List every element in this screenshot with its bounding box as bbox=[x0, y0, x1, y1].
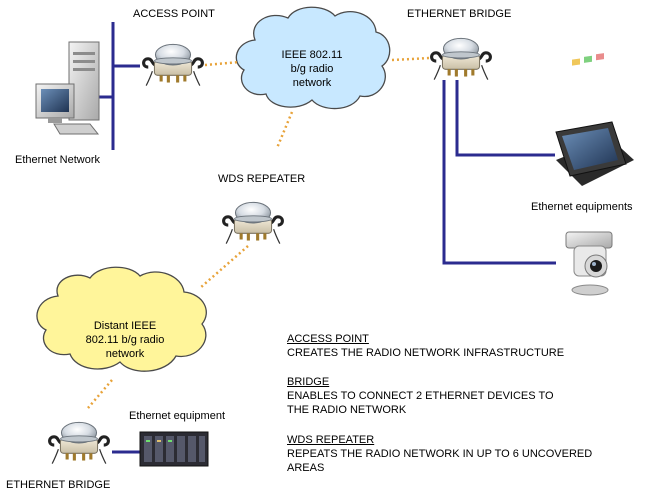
distant-cloud-to-bridge-link bbox=[87, 379, 113, 409]
cloud-text-line: Distant IEEE bbox=[93, 320, 157, 332]
cloud-text-line: network bbox=[105, 347, 145, 360]
access-point-label: ACCESS POINT bbox=[133, 8, 215, 20]
wds-repeater-label: WDS REPEATER bbox=[218, 173, 306, 185]
access-point-radio-icon bbox=[142, 42, 204, 88]
cloud-text-line: 802.11 b/g radio bbox=[85, 333, 165, 346]
desktop-computer-icon bbox=[35, 41, 100, 135]
legend-wds-repeater: WDS REPEATER REPEATS THE RADIO NETWORK I… bbox=[287, 434, 592, 475]
legend-line: ENABLES TO CONNECT 2 ETHERNET DEVICES TO bbox=[287, 389, 554, 402]
distant-radio-network-cloud-label: Distant IEEE 802.11 b/g radio network bbox=[70, 320, 180, 361]
touch-terminal-icon bbox=[555, 53, 634, 186]
legend-bridge: BRIDGE ENABLES TO CONNECT 2 ETHERNET DEV… bbox=[287, 376, 554, 417]
legend-title: ACCESS POINT bbox=[287, 333, 369, 345]
distant-radio-network-cloud bbox=[36, 266, 207, 372]
wds-repeater-radio-icon bbox=[222, 200, 284, 246]
legend-line: AREAS bbox=[287, 461, 325, 474]
ethernet-bridge-radio-icon bbox=[430, 36, 492, 82]
wired-links bbox=[98, 22, 556, 454]
cloud-to-repeater-link bbox=[275, 111, 294, 149]
bridge-to-terminal-line bbox=[455, 80, 555, 157]
repeater-to-distant-cloud-link bbox=[199, 245, 249, 289]
legend-title: WDS REPEATER bbox=[287, 434, 375, 446]
legend-title: BRIDGE bbox=[287, 376, 330, 388]
ethernet-network-label: Ethernet Network bbox=[15, 154, 100, 166]
cloud-text-line: b/g radio bbox=[290, 62, 334, 75]
legend-access-point: ACCESS POINT CREATES THE RADIO NETWORK I… bbox=[287, 333, 564, 361]
legend-line: THE RADIO NETWORK bbox=[287, 403, 407, 416]
distant-ethernet-bridge-radio-icon bbox=[48, 420, 110, 466]
ap-to-cloud-link bbox=[204, 60, 241, 67]
ethernet-equipment-label: Ethernet equipment bbox=[129, 410, 226, 422]
ethernet-bridge-top-label: ETHERNET BRIDGE bbox=[407, 8, 512, 20]
legend-line: REPEATS THE RADIO NETWORK IN UP TO 6 UNC… bbox=[287, 447, 593, 460]
legend-line: CREATES THE RADIO NETWORK INFRASTRUCTURE bbox=[287, 346, 565, 359]
ip-camera-icon bbox=[565, 231, 613, 296]
radio-network-cloud-label: IEEE 802.11 b/g radio network bbox=[262, 49, 362, 90]
bridge-to-camera-line bbox=[442, 80, 556, 265]
cloud-to-bridge-link bbox=[391, 56, 431, 62]
wireless-links bbox=[87, 56, 431, 409]
radio-network-cloud bbox=[235, 6, 391, 110]
ethernet-bridge-bottom-label: ETHERNET BRIDGE bbox=[6, 479, 111, 491]
ethernet-equipments-label: Ethernet equipments bbox=[531, 201, 633, 213]
cloud-text-line: IEEE 802.11 bbox=[281, 49, 343, 61]
plc-rack-icon bbox=[139, 431, 209, 467]
cloud-text-line: network bbox=[292, 76, 332, 89]
